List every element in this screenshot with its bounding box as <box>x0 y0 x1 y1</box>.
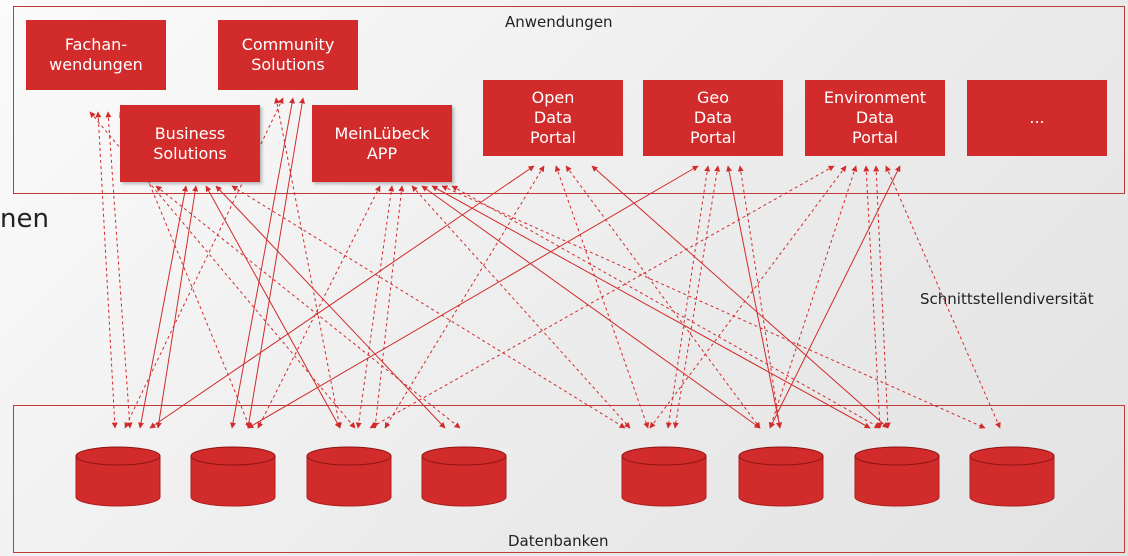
applications-title: Anwendungen <box>505 13 613 31</box>
database-cylinder <box>190 446 276 507</box>
connection-arrow <box>451 185 881 429</box>
connection-arrow <box>247 165 699 429</box>
app-label: Open Data Portal <box>530 88 576 147</box>
connection-arrow <box>769 165 901 429</box>
app-box-environment-data-portal[interactable]: Environment Data Portal <box>805 80 945 156</box>
database-cylinder <box>75 446 161 507</box>
connection-arrow <box>726 165 782 429</box>
app-label: MeinLübeck APP <box>334 123 430 163</box>
connection-arrow <box>737 165 783 429</box>
app-label: ... <box>1029 108 1045 127</box>
connection-arrow <box>863 165 883 429</box>
app-label: Business Solutions <box>153 123 227 163</box>
app-box-fachanwendungen[interactable]: Fachan- wendungen <box>26 20 166 90</box>
database-cylinder <box>738 446 824 507</box>
connection-arrow <box>257 185 381 429</box>
connection-arrow <box>431 185 871 429</box>
database-cylinder <box>854 446 940 507</box>
connection-arrow <box>355 185 395 429</box>
connection-arrow <box>885 165 1001 429</box>
app-label: Fachan- wendungen <box>49 35 143 74</box>
app-label: Environment Data Portal <box>823 88 927 147</box>
app-box-open-data-portal[interactable]: Open Data Portal <box>483 80 623 156</box>
connection-arrow <box>665 165 711 429</box>
app-label: Geo Data Portal <box>690 88 736 147</box>
connection-arrow <box>421 185 761 429</box>
database-cylinder <box>969 446 1055 507</box>
connection-arrow <box>565 165 761 429</box>
connection-arrow <box>205 185 341 429</box>
connection-arrow <box>231 185 626 429</box>
app-box-geo-data-portal[interactable]: Geo Data Portal <box>643 80 783 156</box>
connection-arrow <box>372 185 405 429</box>
app-box-meinluebeck-app[interactable]: MeinLübeck APP <box>312 105 452 182</box>
connection-arrow <box>155 185 461 429</box>
app-label: Community Solutions <box>241 35 335 74</box>
databases-title: Datenbanken <box>508 532 609 550</box>
connection-arrow <box>411 185 631 429</box>
connection-arrow <box>149 165 535 429</box>
connection-arrow <box>672 165 721 429</box>
truncated-edge-text: nen <box>0 204 49 234</box>
connection-arrow <box>138 185 188 429</box>
database-cylinder <box>306 446 392 507</box>
connection-arrow <box>441 185 986 429</box>
app-box-more[interactable]: ... <box>967 80 1107 156</box>
app-box-community-solutions[interactable]: Community Solutions <box>218 20 358 90</box>
connection-arrow <box>369 165 835 429</box>
connection-arrow <box>95 111 118 429</box>
connection-arrow <box>155 185 199 429</box>
connection-arrow <box>384 165 545 429</box>
connection-arrow <box>215 185 446 429</box>
database-cylinder <box>421 446 507 507</box>
connection-arrow <box>649 165 847 429</box>
app-box-business-solutions[interactable]: Business Solutions <box>120 105 260 182</box>
connection-arrow <box>591 165 889 429</box>
database-cylinder <box>621 446 707 507</box>
